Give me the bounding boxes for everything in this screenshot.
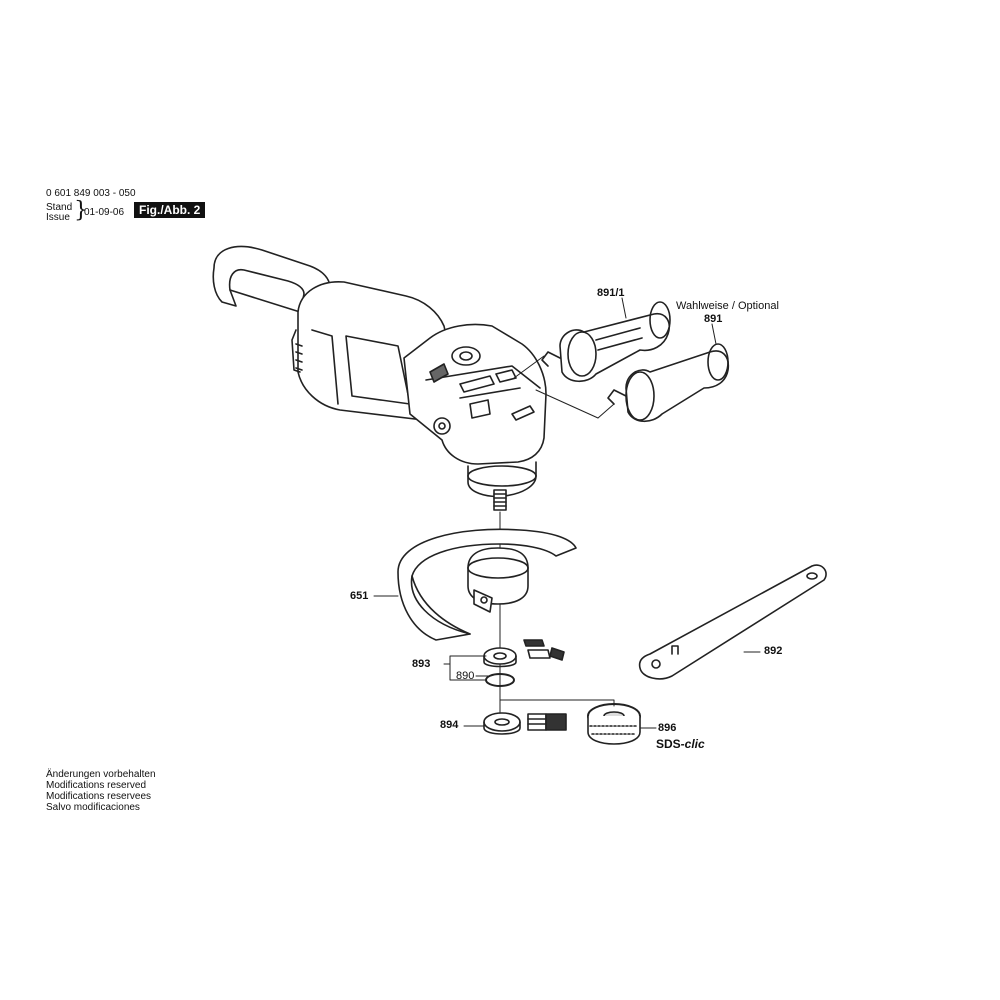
leader-lines [373, 297, 761, 729]
callout-891: 891 [704, 313, 723, 325]
sds-suffix: clic [684, 737, 705, 751]
optional-label: Wahlweise / Optional [676, 300, 779, 312]
sds-clic-nut-drawing [587, 703, 641, 745]
figure-label: Fig./Abb. 2 [134, 202, 206, 218]
aux-handle-891-1-drawing [541, 301, 671, 383]
part-number: 0 601 849 003 - 050 [46, 188, 136, 199]
issue-label: Issue [46, 212, 70, 223]
callout-896: 896 [658, 722, 677, 734]
brace-icon: } [74, 198, 88, 223]
callout-893: 893 [412, 658, 431, 670]
note-fr: Modifications reservees [46, 791, 152, 802]
issue-date: 01-09-06 [84, 207, 125, 218]
note-de: Änderungen vorbehalten [46, 769, 156, 780]
modification-notes: Änderungen vorbehalten Modifications res… [46, 769, 156, 813]
callout-651: 651 [350, 590, 369, 602]
note-en: Modifications reserved [46, 780, 147, 791]
callout-892: 892 [764, 645, 783, 657]
aux-handle-891-drawing [607, 343, 730, 423]
callout-890: 890 [456, 670, 475, 682]
clamping-nut-drawing [483, 712, 567, 735]
callout-891-1: 891/1 [597, 287, 625, 299]
sds-clic-label: SDS-clic [656, 737, 705, 751]
callout-894: 894 [440, 719, 459, 731]
note-es: Salvo modificaciones [46, 802, 140, 813]
stand-label: Stand [46, 202, 73, 213]
wheel-guard-drawing [397, 528, 577, 641]
sds-prefix: SDS- [656, 737, 685, 751]
pin-spanner-drawing [638, 564, 827, 680]
mounting-flange-drawing [483, 639, 565, 687]
angle-grinder-drawing [212, 245, 547, 511]
